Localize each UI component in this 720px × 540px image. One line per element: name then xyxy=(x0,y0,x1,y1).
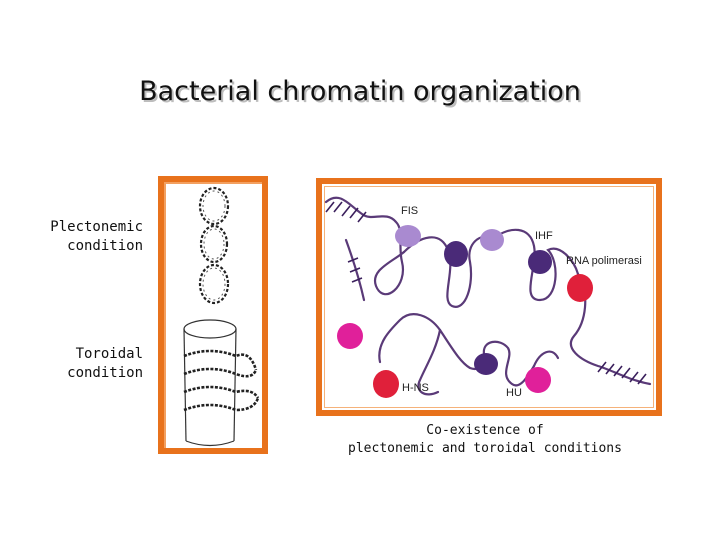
toroidal-cylinder xyxy=(183,319,237,447)
protein-blobs xyxy=(337,225,593,398)
hns-protein-2 xyxy=(373,370,399,398)
toroidal-coils xyxy=(183,349,260,412)
hns-protein-1 xyxy=(337,323,363,349)
page-title: Bacterial chromatin organization xyxy=(139,76,581,107)
toroidal-label-line2: condition xyxy=(67,365,143,381)
caption-line2: plectonemic and toroidal conditions xyxy=(348,441,622,456)
fis-label: FIS xyxy=(401,205,419,217)
ihf-protein-1 xyxy=(444,241,468,267)
dna-helix-marks xyxy=(325,201,647,385)
plectonemic-label-line2: condition xyxy=(67,238,143,254)
figure-caption: Co-existence of plectonemic and toroidal… xyxy=(340,422,630,458)
fis-protein-2 xyxy=(480,229,504,251)
fis-protein-1 xyxy=(395,225,421,247)
rnap-label: RNA polimerasi xyxy=(566,255,642,267)
ihf-protein-2 xyxy=(528,250,552,274)
plectonemic-supercoil-inner xyxy=(202,190,226,301)
ihf-label: IHF xyxy=(535,230,553,242)
ihf-protein-3 xyxy=(474,353,498,375)
hu-protein xyxy=(525,367,551,393)
conditions-panel xyxy=(158,176,268,454)
hu-label: HU xyxy=(506,387,522,399)
caption-line1: Co-existence of xyxy=(426,423,544,438)
toroidal-label-line1: Toroidal xyxy=(75,346,143,362)
coexistence-panel xyxy=(316,178,662,416)
plectonemic-supercoil xyxy=(198,186,230,305)
plectonemic-label: Plectonemic condition xyxy=(8,218,143,256)
toroidal-label: Toroidal condition xyxy=(8,345,143,383)
rnap-protein xyxy=(567,274,593,302)
plectonemic-label-line1: Plectonemic xyxy=(50,219,143,235)
hns-label: H-NS xyxy=(402,382,429,394)
